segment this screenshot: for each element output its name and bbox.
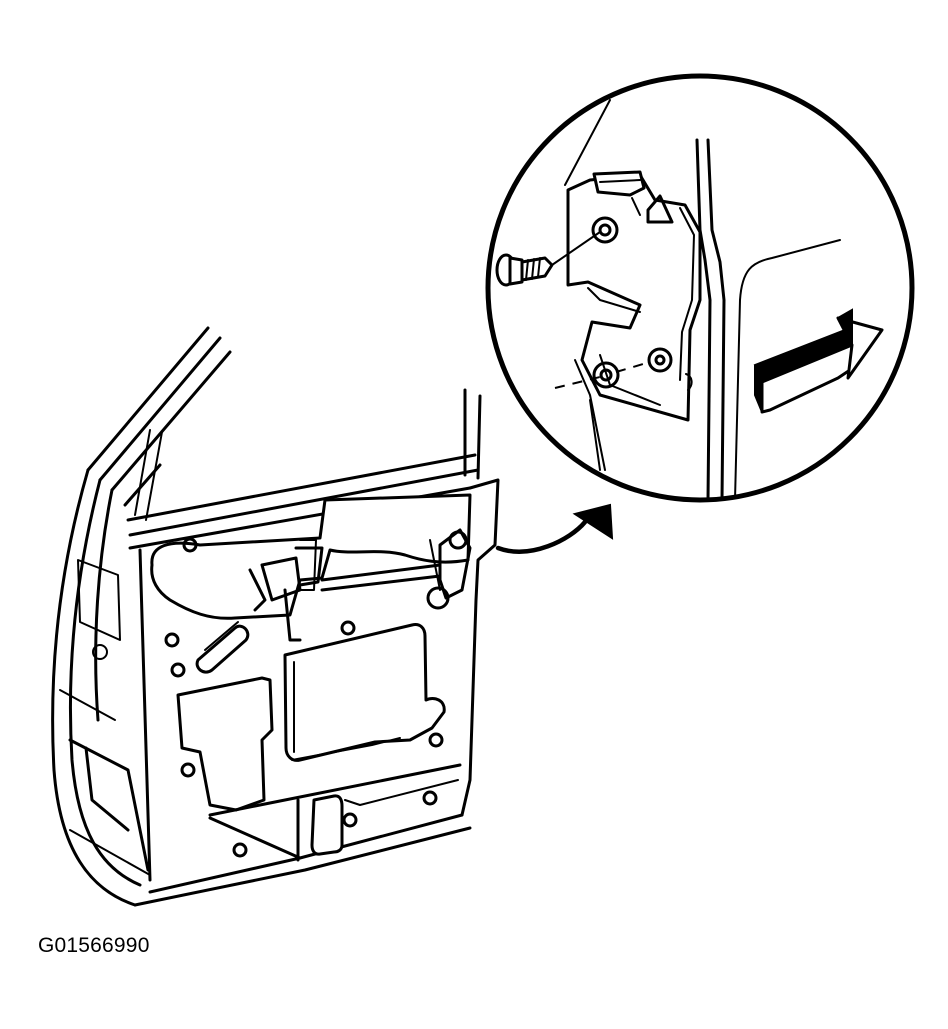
figure-code: G01566990 [38, 934, 150, 957]
detail-magnifier [485, 73, 915, 503]
callout-arrow [495, 503, 614, 554]
direction-arrow-icon [753, 308, 884, 414]
door-assembly [51, 326, 500, 907]
screw-icon [495, 253, 554, 287]
